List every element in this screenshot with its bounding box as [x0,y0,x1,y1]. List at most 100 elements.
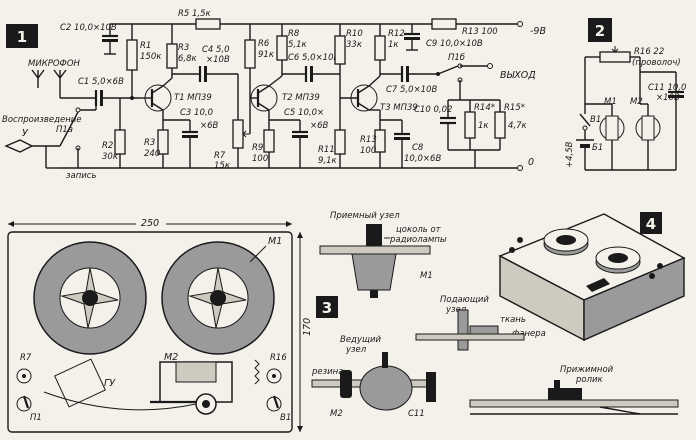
r9-value: 100 [252,154,268,164]
c8-value: 10,0×6В [404,154,441,164]
r13b-label: R13 [360,135,377,145]
c1-label: C1 5,0×6В [78,77,124,87]
panel-2-number: 2 [595,22,605,40]
r13-label: R13 100 [462,27,498,37]
r14-label: R14* [474,103,495,113]
takeup-motor [351,253,397,291]
c9-label: C9 10,0×10В [426,39,483,49]
layout-m2-label: M2 [164,352,178,363]
r7-potentiometer [232,119,244,149]
r12-resistor [374,35,386,61]
microphone-symbol-2 [53,69,67,88]
isometric-view: 4 [498,212,686,342]
takeup-label: Приемный узел [330,211,400,221]
c6-label: C6 5,0×10В [288,53,340,63]
c10-label: C10 0,02 [414,105,452,115]
b1-label: Б1 [592,143,603,153]
playback-label: Воспроизведение [2,115,82,125]
microphone-label: МИКРОФОН [28,59,81,69]
output-label: ВЫХОД [500,70,536,81]
r10-label: R10 [346,29,363,39]
t3-label: T3 МП39 [380,103,418,113]
panel-3-number: 3 [322,299,332,317]
c7-label: C7 5,0×10В [386,85,438,95]
width-label: 250 [141,218,159,229]
layout-r7-label: R7 [20,353,32,363]
r1-label: R1 [140,41,151,51]
c2-label: C2 10,0×10В [60,23,117,33]
takeup-spindle [366,224,382,246]
m1-label: M1 [604,97,617,107]
c4-value: ×10В [206,55,230,65]
v1-switch [579,113,591,127]
r15-resistor [494,111,506,139]
t2-transistor [250,84,278,112]
r3-resistor [166,43,178,69]
panel-1-number: 1 [17,28,27,46]
panel-4-number: 4 [646,215,656,233]
r8-resistor [276,35,288,61]
r15-label: R15* [504,103,525,113]
r7-value: 15к [214,161,231,171]
assembly-m2-label: M2 [330,409,343,419]
r1-value: 150к [140,52,162,62]
r16-sub: (проволоч) [632,58,681,68]
drive-label-2: узел [345,345,367,355]
height-label: 170 [302,318,313,336]
r3-value: 6,8к [178,54,198,64]
r2-label: R2 [102,141,113,151]
assembly-sections: 3 Приемный узел цоколь от радиолампы M1 … [311,211,679,419]
t3-transistor [350,84,378,112]
head-label: У [22,128,29,139]
layout-p1-label: П1 [30,413,42,423]
r6-value: 91к [258,50,275,60]
r6-resistor [244,39,256,69]
panel-2-badge [588,18,612,42]
t1-label: T1 МП39 [174,93,212,103]
pinch-panel [469,399,679,408]
r16-label: R16 22 [634,47,664,57]
pinch-label: Прижимной [560,365,614,375]
c8-label: C8 [412,143,424,153]
p1b-switch [437,65,459,75]
motor-circuit: 2 R16 22 (проволоч) C11 10,0 ×10В M1 M2 … [565,18,686,171]
c5-label: C5 10,0× [284,108,324,118]
box-side [583,256,685,342]
layout-m1-label: M1 [268,236,282,247]
takeup-panel [319,245,431,255]
r5-resistor [195,18,221,30]
head-block [54,358,106,408]
r13-resistor [431,18,457,30]
microphone-symbol-1 [31,69,45,88]
p1b-label: П1б [448,53,465,63]
c4-label: C4 5,0 [202,45,230,55]
record-label: запись [66,171,97,181]
drive-label: Ведущий [340,335,381,345]
r1-resistor [126,39,138,71]
p1a-label: П1а [56,125,73,135]
rubber-label: резина [311,367,343,377]
r9-resistor [263,129,275,153]
tension-spring [254,359,260,385]
r12-label: R12 [388,29,405,39]
layout-r16-label: R16 [270,353,287,363]
ground-label: 0 [528,157,534,168]
assembly-c11-label: C11 [408,409,425,419]
r15-value: 4,7к [508,121,528,131]
r11-resistor [334,129,346,155]
r6-label: R6 [258,39,270,49]
chassis-layout: 250 170 M1 ГУ M2 R7 П1 R16 [7,216,313,433]
p1a-switch [59,111,79,147]
r2-value: 30к [102,152,119,162]
panel-3-badge [316,296,338,318]
panel-1-badge [6,24,38,48]
feed-label-2: узел [445,305,467,315]
pinch-roller [548,388,582,400]
t2-label: T2 МП39 [282,93,320,103]
base-label: цоколь от [396,225,442,235]
layout-v1-label: В1 [280,413,291,423]
base-label-2: радиолампы [389,235,447,245]
plywood-label: фанера [512,329,546,339]
